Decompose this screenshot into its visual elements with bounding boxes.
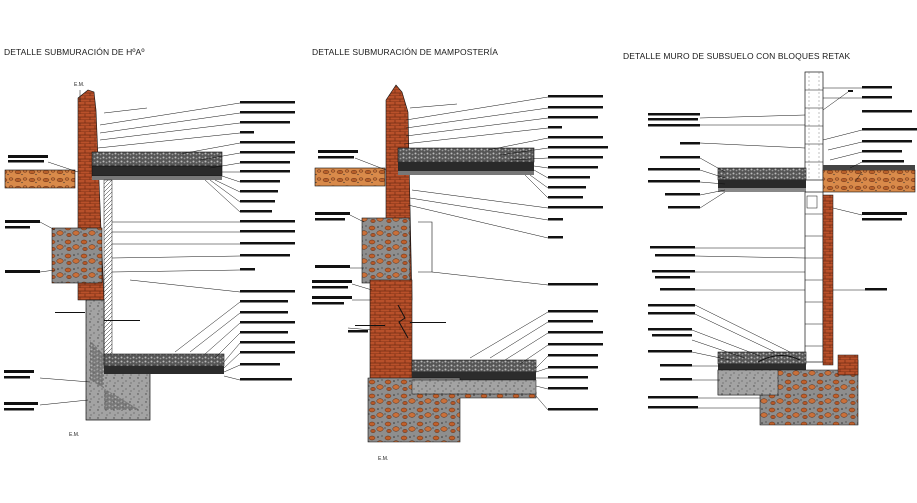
right-detail: [648, 71, 917, 426]
level-mark-middle-bottom: E.M.: [378, 456, 389, 462]
title-right-detail: DETALLE MURO DE SUBSUELO CON BLOQUES RET…: [623, 51, 851, 61]
middle-detail: [312, 84, 608, 443]
left-detail: [4, 89, 295, 421]
title-middle-detail: DETALLE SUBMURACIÓN DE MAMPOSTERÍA: [312, 47, 499, 57]
level-mark-left-top: E.M.: [74, 82, 85, 88]
level-mark-left-bottom: E.M.: [69, 432, 80, 438]
title-left-detail: DETALLE SUBMURACIÓN DE HºAº: [4, 47, 145, 57]
